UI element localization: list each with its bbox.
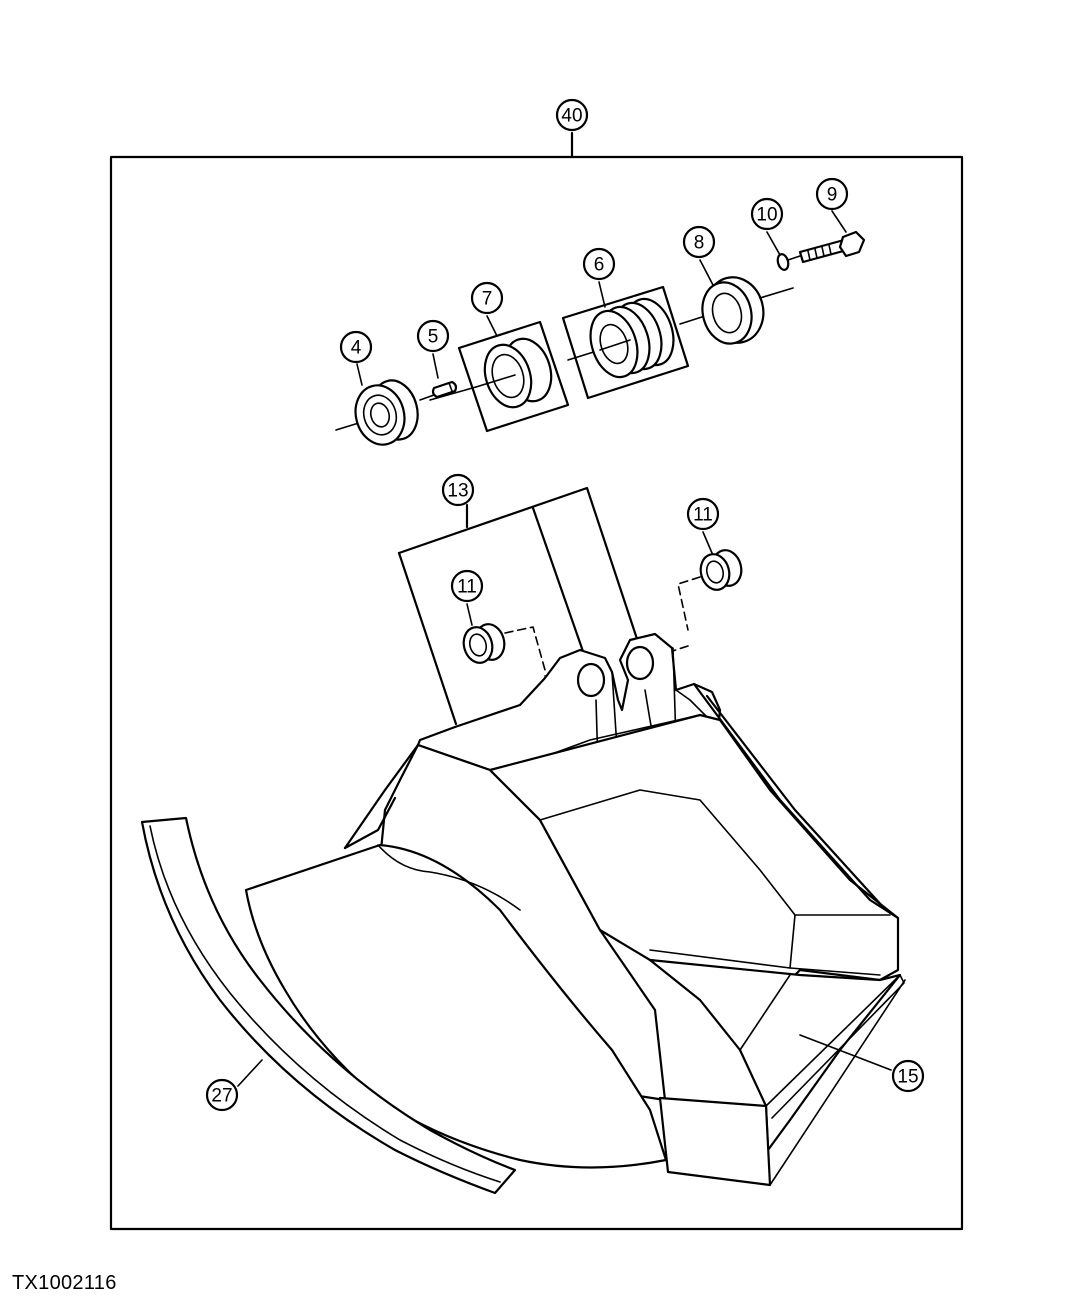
assembly-frame: [109, 155, 964, 1231]
svg-text:6: 6: [594, 255, 605, 276]
part-11-bushing-right: [659, 549, 743, 656]
callout-7: 7: [470, 281, 504, 315]
callout-15: 15: [891, 1059, 925, 1093]
part-6-shims: [561, 285, 690, 400]
figure-id: TX1002116: [12, 1272, 117, 1294]
svg-text:40: 40: [561, 106, 582, 127]
svg-text:27: 27: [211, 1086, 232, 1107]
svg-text:13: 13: [447, 481, 468, 502]
part-10-washer: [776, 253, 801, 271]
svg-text:11: 11: [457, 577, 477, 598]
part-5-pin: [419, 380, 458, 401]
callout-4: 4: [339, 330, 373, 364]
callout-11-left: 11: [450, 569, 484, 603]
callout-5: 5: [416, 319, 450, 353]
part-8-ring: [679, 276, 794, 345]
svg-text:11: 11: [693, 505, 713, 526]
svg-text:8: 8: [694, 233, 705, 254]
callout-11-right: 11: [686, 497, 720, 531]
part-11-bushing-left: [462, 623, 584, 686]
svg-text:9: 9: [827, 185, 838, 206]
part-13-leader: [397, 486, 642, 726]
callout-8: 8: [682, 225, 716, 259]
svg-text:10: 10: [756, 205, 777, 226]
callout-27: 27: [205, 1078, 239, 1112]
svg-text:4: 4: [351, 338, 362, 359]
callout-6: 6: [582, 247, 616, 281]
part-27-side-cutter: [140, 816, 517, 1195]
svg-text:15: 15: [897, 1067, 918, 1088]
callout-13: 13: [441, 473, 475, 507]
svg-text:7: 7: [482, 289, 493, 310]
callout-9: 9: [815, 177, 849, 211]
part-15-bucket: [244, 632, 906, 1187]
part-9-bolt: [798, 230, 866, 264]
svg-text:5: 5: [428, 327, 439, 348]
part-4-seal: [335, 379, 419, 446]
callout-10: 10: [750, 197, 784, 231]
part-7-bushing: [429, 320, 570, 433]
callout-40: 40: [555, 98, 589, 132]
